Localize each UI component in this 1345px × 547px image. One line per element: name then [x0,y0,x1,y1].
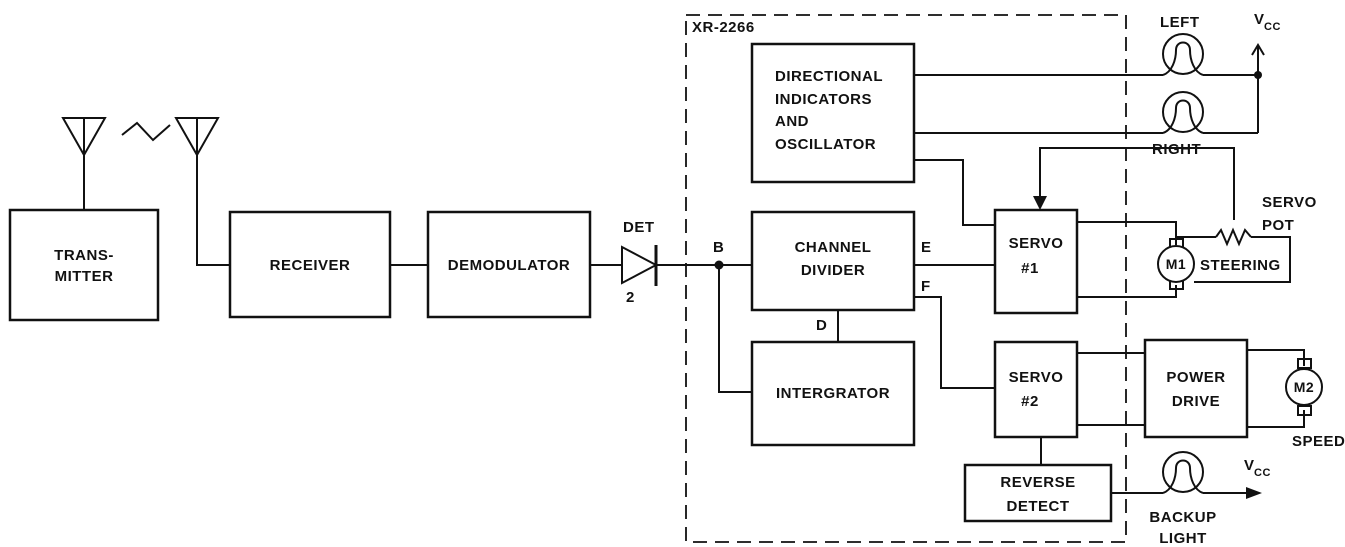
transmitter-antenna-icon [61,117,107,210]
svg-text:REVERSE: REVERSE [1000,474,1075,491]
svg-text:MITTER: MITTER [55,268,114,285]
receiver-block: RECEIVER [228,210,392,319]
svg-text:SERVO: SERVO [1009,369,1064,386]
svg-text:TRANS-: TRANS- [54,247,114,264]
svg-text:CC: CC [1264,21,1281,33]
svg-text:DIRECTIONAL: DIRECTIONAL [775,68,883,85]
svg-text:DRIVE: DRIVE [1172,393,1220,410]
m1-label: M1 [1166,256,1186,272]
svg-text:RECEIVER: RECEIVER [270,257,351,274]
speed-label: SPEED [1292,433,1345,450]
steering-label: STEERING [1200,257,1281,274]
svg-text:OSCILLATOR: OSCILLATOR [775,136,876,153]
xr2266-label: XR-2266 [692,19,755,36]
vcc-backup-label: V CC [1244,457,1271,479]
svg-text:CC: CC [1254,467,1271,479]
rf-link-icon [121,121,171,142]
node-b-label: B [713,239,724,256]
svg-text:DEMODULATOR: DEMODULATOR [448,257,570,274]
servo-pot-icon [1215,227,1252,247]
integrator-block: INTERGRATOR [750,340,916,447]
svg-text:SERVO: SERVO [1009,235,1064,252]
det-pin-label: 2 [626,289,635,306]
svg-text:AND: AND [775,113,809,130]
svg-text:#1: #1 [1021,260,1039,277]
right-label: RIGHT [1152,141,1201,158]
svg-text:INDICATORS: INDICATORS [775,91,872,108]
svg-text:CHANNEL: CHANNEL [795,239,872,256]
xr2266-boundary [685,14,1127,543]
backup-light-label-line1: BACKUP [1149,509,1216,526]
m2-label: M2 [1294,379,1314,395]
node-d-label: D [816,317,827,334]
svg-text:V: V [1254,11,1265,28]
right-lamp-icon [1162,91,1204,134]
detector-diode-icon [621,245,659,286]
svg-text:#2: #2 [1021,393,1039,410]
servo-pot-label-line2: POT [1262,217,1294,234]
node-e-label: E [921,239,932,256]
vcc-junction [1254,71,1262,79]
node-f-label: F [921,278,931,295]
left-lamp-icon [1162,33,1204,76]
servo-2-block: SERVO #2 [993,340,1079,439]
power-drive-block: POWER DRIVE [1143,338,1249,439]
directional-indicators-block: DIRECTIONAL INDICATORS AND OSCILLATOR [750,42,916,184]
svg-text:V: V [1244,457,1255,474]
reverse-detect-block: REVERSE DETECT [963,463,1113,523]
backup-light-label-line2: LIGHT [1159,530,1207,547]
servo-1-block: SERVO #1 [993,208,1079,315]
channel-divider-block: CHANNEL DIVIDER [750,210,916,312]
servo-pot-label-line1: SERVO [1262,194,1317,211]
transmitter-block: TRANS- MITTER [8,208,160,322]
svg-text:INTERGRATOR: INTERGRATOR [776,385,890,402]
m1-motor-icon [1157,238,1195,290]
m2-motor-icon [1285,358,1323,416]
svg-text:DIVIDER: DIVIDER [801,262,865,279]
backup-lamp-icon [1162,451,1204,494]
receiver-antenna-icon [174,117,230,266]
backup-vcc-arrow-icon [1246,487,1262,499]
pot-feedback-arrow-icon [1033,196,1047,210]
det-label: DET [623,219,655,236]
demodulator-block: DEMODULATOR [426,210,592,319]
svg-text:POWER: POWER [1166,369,1225,386]
left-label: LEFT [1160,14,1200,31]
vcc-arrow-icon [1251,43,1265,56]
svg-text:DETECT: DETECT [1007,498,1070,515]
vcc-main-label: V CC [1254,11,1281,33]
